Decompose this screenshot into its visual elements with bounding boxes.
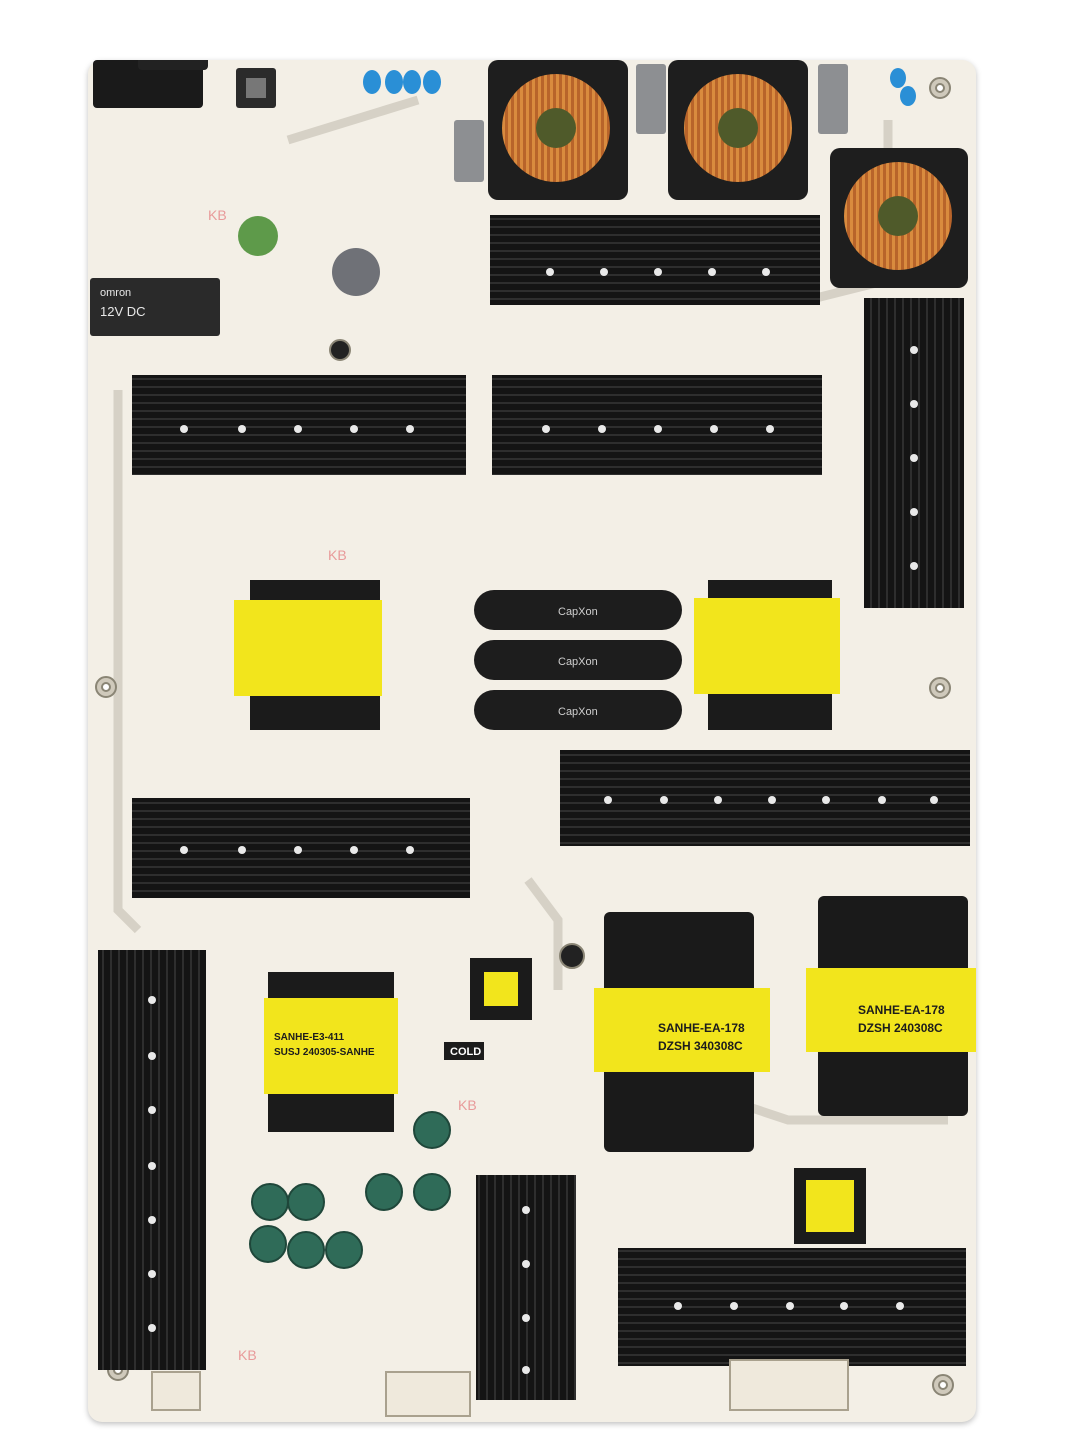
varistor	[238, 216, 278, 256]
inductor-small	[470, 958, 532, 1020]
electrolytic-capacitors: CapXon CapXon CapXon	[474, 590, 682, 730]
cold-label: COLD	[450, 1046, 481, 1058]
capacitor-brand-2: CapXon	[558, 656, 598, 668]
transformer-standby: SANHE-E3-411 SUSJ 240305-SANHE	[264, 972, 398, 1132]
ac-inlet-socket	[93, 60, 276, 108]
capacitors-y-type-top	[363, 68, 916, 106]
output-transformer-right-code: DZSH 240308C	[858, 1021, 943, 1035]
standby-transformer-code: SUSJ 240305-SANHE	[274, 1047, 375, 1058]
svg-text:KB: KB	[458, 1097, 477, 1113]
svg-text:KB: KB	[208, 207, 227, 223]
common-mode-choke-3	[830, 148, 968, 288]
heatsink-left-vertical	[98, 950, 206, 1370]
common-mode-choke-2	[668, 60, 808, 200]
output-transformer-left-model: SANHE-EA-178	[658, 1021, 745, 1035]
x-capacitors	[454, 64, 848, 182]
relay-brand: omron	[100, 287, 131, 299]
svg-text:KB: KB	[238, 1347, 257, 1363]
heatsink-left-main	[132, 375, 466, 475]
output-transformer-left-code: DZSH 340308C	[658, 1039, 743, 1053]
circuit-board: omron 12V DC	[88, 60, 976, 1422]
output-transformer-right-model: SANHE-EA-178	[858, 1003, 945, 1017]
heatsink-screws	[148, 268, 938, 1374]
heatsink-center-main	[492, 375, 822, 475]
thermistor	[332, 248, 380, 296]
capacitor-brand-1: CapXon	[558, 606, 598, 618]
standby-transformer-model: SANHE-E3-411	[274, 1032, 344, 1043]
output-connectors	[151, 1359, 849, 1417]
output-choke	[794, 1168, 866, 1244]
svg-text:KB: KB	[328, 547, 347, 563]
relay-rating: 12V DC	[100, 304, 146, 319]
transformer-output-left: SANHE-EA-178 DZSH 340308C	[594, 912, 770, 1152]
heatsink-pfc-top	[490, 215, 820, 305]
relay: omron 12V DC	[90, 278, 220, 336]
transformer-output-right: SANHE-EA-178 DZSH 240308C	[806, 896, 976, 1116]
heatsink-right-vertical	[864, 298, 964, 608]
capacitor-brand-3: CapXon	[558, 706, 598, 718]
heatsink-mid-right	[560, 750, 970, 846]
output-capacitors-green	[249, 1111, 451, 1269]
cold-side-mark: COLD	[444, 1042, 484, 1060]
kb-marks: KB KB KB KB	[208, 207, 477, 1363]
common-mode-choke-1	[488, 60, 628, 200]
transformer-llc-right	[694, 580, 840, 730]
transformer-llc-left	[234, 580, 382, 730]
